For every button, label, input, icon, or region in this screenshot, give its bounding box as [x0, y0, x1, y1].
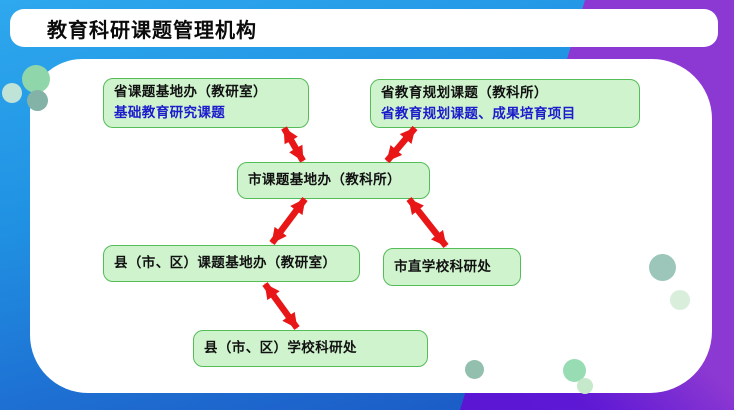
slide-title: 教育科研课题管理机构: [47, 19, 257, 42]
decor-circle-pale-bottom: [577, 378, 593, 394]
decor-circle-pale-right: [670, 290, 690, 310]
decor-circle-teal-right: [649, 254, 676, 281]
node-label: 省课题基地办（教研室）: [114, 84, 267, 100]
node-city-school-research-office: 市直学校科研处: [383, 248, 521, 286]
slide-title-bar: 教育科研课题管理机构: [10, 9, 718, 47]
node-label: 县（市、区）课题基地办（教研室）: [114, 255, 337, 271]
node-label: 市直学校科研处: [394, 258, 492, 274]
node-province-topic-base-office: 省课题基地办（教研室） 基础教育研究课题: [103, 78, 309, 128]
node-county-school-research-office: 县（市、区）学校科研处: [193, 330, 428, 367]
decor-circle-teal-bottom: [465, 360, 484, 379]
decor-circle-mint-bottom: [563, 359, 586, 382]
node-sublabel: 省教育规划课题、成果培育项目: [381, 105, 576, 121]
node-sublabel: 基础教育研究课题: [114, 105, 226, 120]
node-city-topic-base-office: 市课题基地办（教科所）: [237, 162, 430, 199]
node-label: 市课题基地办（教科所）: [248, 172, 401, 188]
node-county-topic-base-office: 县（市、区）课题基地办（教研室）: [103, 245, 360, 282]
node-label: 省教育规划课题（教科所）: [381, 84, 548, 100]
decor-circle-mint-top-left: [22, 65, 50, 93]
decor-circle-pale-top-left: [2, 83, 22, 103]
node-label: 县（市、区）学校科研处: [204, 340, 357, 356]
node-province-planning-topic: 省教育规划课题（教科所） 省教育规划课题、成果培育项目: [370, 79, 640, 128]
decor-circle-teal-top-left: [27, 90, 48, 111]
